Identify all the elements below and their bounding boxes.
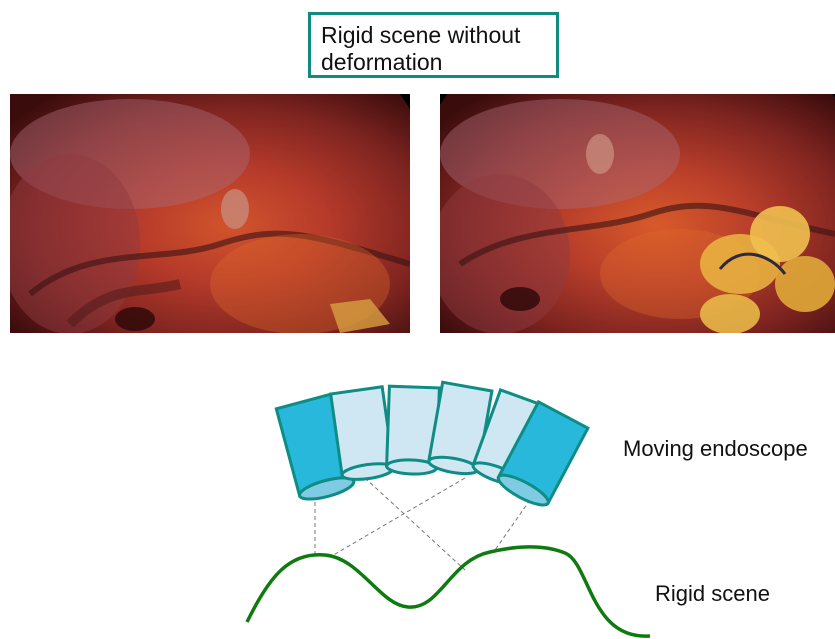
endoscopic-frame-left — [10, 94, 410, 333]
rigid-scene-label: Rigid scene — [655, 581, 770, 607]
projection-lines — [315, 478, 530, 570]
title-line-1: Rigid scene without — [321, 22, 556, 49]
title-line-2: deformation — [321, 49, 556, 76]
title-box: Rigid scene without deformation — [308, 12, 559, 78]
rigid-scene-curve — [247, 547, 650, 636]
endoscope-position-2 — [331, 387, 395, 482]
endoscopic-frame-right — [440, 94, 835, 333]
moving-endoscope-label: Moving endoscope — [623, 436, 808, 462]
